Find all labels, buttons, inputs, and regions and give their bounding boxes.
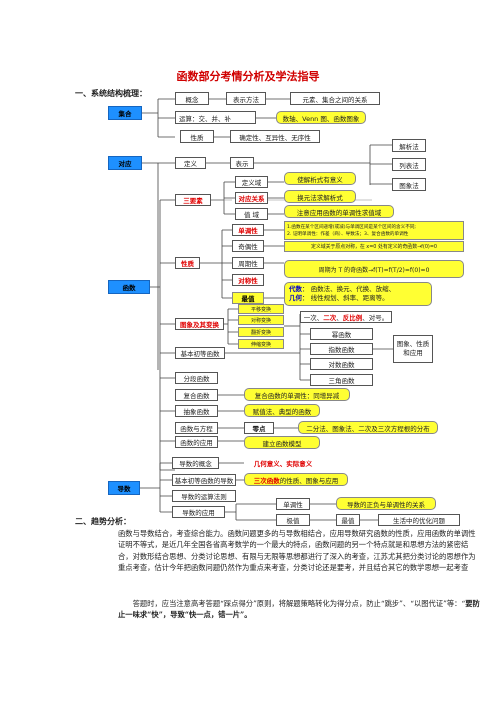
composite-function-note: 复合函数的单调性：同增异减 bbox=[244, 388, 350, 401]
mapping-definition-box: 定义 bbox=[175, 157, 206, 169]
extremum-box: 最值 bbox=[232, 292, 264, 304]
three-elements-box: 三要素 bbox=[175, 194, 211, 206]
translation-transform: 平移变换 bbox=[238, 304, 284, 314]
abstract-function-box: 抽象函数 bbox=[175, 405, 218, 417]
monotonicity-note: 1.函数在某个区间递增(或减)与单调区间是某个区间的含义不同; 2. 证明单调性… bbox=[284, 221, 464, 240]
monotonicity-note-line2: 2. 证明单调性：作差（商）、导数法；3、复合函数的单调性 bbox=[287, 231, 409, 237]
function-application-box: 函数的应用 bbox=[175, 436, 218, 448]
periodicity-note: 周期为 T 的奇函数→f(T)=f(T/2)=f(0)=0 bbox=[284, 260, 464, 278]
tail-label: 、对号。 bbox=[362, 314, 389, 322]
set-node: 集合 bbox=[108, 106, 142, 120]
graph-transform-box: 图象及其变换 bbox=[175, 318, 224, 330]
section-structure-heading: 一、系统结构梳理： bbox=[75, 89, 147, 98]
extremum-geometry-line: 几何： 线性规划、斜率、距离等。 bbox=[289, 294, 389, 303]
parity-note: 定义域关于原点对称，在 x=0 处有定义的奇函数→f(0)=0 bbox=[284, 241, 464, 252]
geometry-desc: ： 线性规划、斜率、距离等。 bbox=[302, 294, 389, 302]
mapping-representation-box: 表示 bbox=[230, 157, 254, 169]
zero-point-note: 二分法、图象法、二次及三次方程根的分布 bbox=[298, 421, 438, 434]
derivative-monotonicity-box: 单调性 bbox=[276, 498, 310, 510]
set-representation-box: 表示方法 bbox=[226, 92, 266, 105]
graph-method-box: 图象法 bbox=[392, 178, 426, 191]
mapping-node: 对应 bbox=[108, 156, 142, 170]
cubic-note-tail: 的性质、图象与应用 bbox=[279, 476, 339, 485]
cubic-function-label: 三次函数 bbox=[253, 476, 280, 485]
set-property-desc: 确定性、互异性、无序性 bbox=[230, 130, 320, 143]
set-concept-box: 概念 bbox=[175, 92, 209, 105]
algebra-label: 代数 bbox=[289, 285, 302, 293]
set-element-relation-box: 元素、集合之间的关系 bbox=[290, 92, 380, 105]
geometry-label: 几何 bbox=[289, 294, 302, 302]
derivative-rules-box: 导数的运算法则 bbox=[172, 490, 236, 502]
derivative-monotonicity-note: 导数的正负与单调性的关系 bbox=[336, 497, 436, 510]
trig-function-box: 三角函数 bbox=[310, 374, 373, 386]
domain-note: 使解析式有意义 bbox=[284, 172, 356, 185]
analysis-paragraph: 函数与导数结合，考查综合能力。函数问题更多的与导数相结合，应用导数研究函数的性质… bbox=[118, 529, 476, 573]
basic-derivatives-note: 三次函数的性质、图象与应用 bbox=[244, 473, 348, 486]
analytic-method-box: 解析法 bbox=[392, 139, 426, 152]
set-operation-methods: 数轴、Venn 图、函数图象 bbox=[276, 111, 366, 124]
page-title: 函数部分考情分析及学法指导 bbox=[176, 70, 320, 83]
properties-box: 性质 bbox=[175, 257, 200, 269]
section-trend-heading: 二、趋势分析： bbox=[75, 517, 131, 526]
composite-function-box: 复合函数 bbox=[175, 389, 218, 401]
derivative-concept-box: 导数的概念 bbox=[172, 457, 219, 469]
derivative-concept-note: 几何意义、实际意义 bbox=[244, 457, 322, 469]
function-node: 函数 bbox=[108, 280, 150, 294]
optimization-box: 生活中的优化问题 bbox=[378, 514, 460, 526]
linear-label: 一次、 bbox=[303, 314, 324, 322]
quadratic-label: 二次 bbox=[323, 314, 337, 322]
max-min-value-box: 最值 bbox=[336, 514, 360, 526]
extremum-note: 代数： 函数法、换元、代换、放缩、 几何： 线性规划、斜率、距离等。 bbox=[284, 282, 432, 306]
symmetric-transform: 对称变换 bbox=[238, 315, 284, 325]
monotonicity-note-line1: 1.函数在某个区间递增(或减)与单调区间是某个区间的含义不同; bbox=[287, 224, 416, 230]
extreme-value-box: 极值 bbox=[276, 514, 310, 526]
domain-box: 定义域 bbox=[235, 176, 268, 188]
flip-transform: 翻折变换 bbox=[238, 327, 284, 337]
symmetry-box: 对称性 bbox=[232, 274, 264, 286]
derivative-node: 导数 bbox=[108, 481, 140, 495]
piecewise-function-box: 分段函数 bbox=[175, 372, 218, 384]
extremum-algebra-line: 代数： 函数法、换元、代换、放缩、 bbox=[289, 285, 395, 294]
graph-property-application-box: 图象、性质和应用 bbox=[393, 335, 433, 363]
answer-tips-text: 答题时，应当注意高考答题“踩点得分”原则，将解题策略转化为得分点，防止“跳步”、… bbox=[132, 599, 466, 608]
periodicity-box: 周期性 bbox=[232, 257, 264, 269]
power-function-box: 幂函数 bbox=[310, 328, 373, 340]
exponential-function-box: 指数函数 bbox=[310, 343, 373, 355]
monotonicity-box: 单调性 bbox=[232, 224, 264, 236]
derivative-application-box: 导数的应用 bbox=[172, 506, 225, 518]
inverse-label: 反比例 bbox=[342, 314, 363, 322]
algebra-desc: ： 函数法、换元、代换、放缩、 bbox=[302, 285, 396, 293]
range-box: 值 域 bbox=[235, 208, 268, 220]
stretch-transform: 伸缩变换 bbox=[238, 339, 284, 349]
basic-derivatives-box: 基本初等函数的导数 bbox=[172, 474, 236, 486]
answer-tips-emphasis: 要防止一味求“快”，导致“快一点，错一片”。 bbox=[118, 599, 480, 620]
abstract-function-note: 赋值法、典型的函数 bbox=[244, 404, 320, 417]
basic-functions-box: 基本初等函数 bbox=[175, 347, 225, 359]
table-method-box: 列表法 bbox=[392, 158, 426, 171]
parity-box: 奇偶性 bbox=[232, 240, 264, 252]
answer-tips-paragraph: 答题时，应当注意高考答题“踩点得分”原则，将解题策略转化为得分点，防止“跳步”、… bbox=[118, 598, 480, 621]
mapping-rule-box: 对应关系 bbox=[235, 192, 268, 204]
set-operations-box: 运算：交、并、补 bbox=[175, 111, 256, 124]
function-application-note: 建立函数模型 bbox=[244, 436, 320, 449]
mapping-rule-note: 换元法求解析式 bbox=[284, 190, 356, 203]
linear-functions-box: 一次、二次、反比例、对号。 bbox=[300, 311, 392, 323]
function-equation-box: 函数与方程 bbox=[175, 422, 218, 434]
logarithmic-function-box: 对数函数 bbox=[310, 358, 373, 370]
zero-point-box: 零点 bbox=[244, 422, 274, 434]
range-note: 注意应用函数的单调性求值域 bbox=[284, 205, 394, 218]
set-property-box: 性质 bbox=[180, 130, 214, 143]
